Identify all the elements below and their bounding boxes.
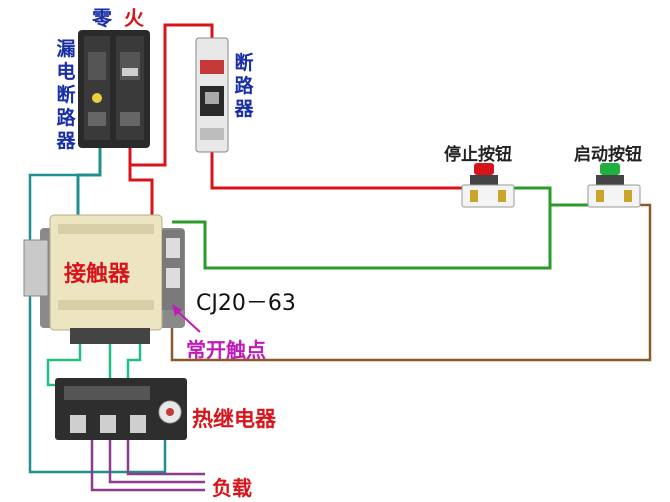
live-label: 火: [124, 6, 144, 30]
neutral-wire-to-contactor: [76, 145, 102, 218]
live-wire-to-contactor: [128, 145, 154, 218]
breaker-label: 断路器: [234, 52, 254, 120]
contactor-label: 接触器: [64, 262, 131, 287]
neutral-label: 零: [92, 6, 112, 30]
leakage-breaker-label: 漏电断路器: [56, 38, 76, 152]
contactor-device: [23, 214, 185, 344]
contactor-to-relay-l3: [126, 335, 142, 385]
aux-wire-no-contact: [170, 203, 652, 362]
no-contact-arrow: [175, 309, 201, 333]
load-label: 负载: [212, 476, 252, 500]
thermal-relay-label: 热继电器: [192, 407, 276, 431]
no-contact-arrowhead: [172, 304, 182, 316]
stop-button-device: [461, 163, 515, 208]
contactor-model: CJ20－63: [196, 291, 296, 316]
start-button-label: 启动按钮: [574, 145, 642, 165]
neutral-wire-to-coil: [28, 173, 167, 474]
load-wire-3: [126, 440, 205, 476]
control-wire-start-to-coil: [172, 205, 552, 270]
load-wire-2: [108, 440, 205, 484]
no-contact-label: 常开触点: [186, 338, 266, 362]
leakage-breaker: [78, 30, 150, 148]
breaker: [195, 37, 229, 153]
thermal-relay-device: [55, 378, 187, 440]
live-wire-breaker-to-stop: [210, 150, 470, 190]
control-wire-stop-to-start: [510, 186, 595, 207]
start-button-device: [587, 163, 641, 208]
stop-button-label: 停止按钮: [444, 145, 512, 165]
wires: [28, 23, 652, 492]
load-wire-1: [90, 440, 205, 492]
